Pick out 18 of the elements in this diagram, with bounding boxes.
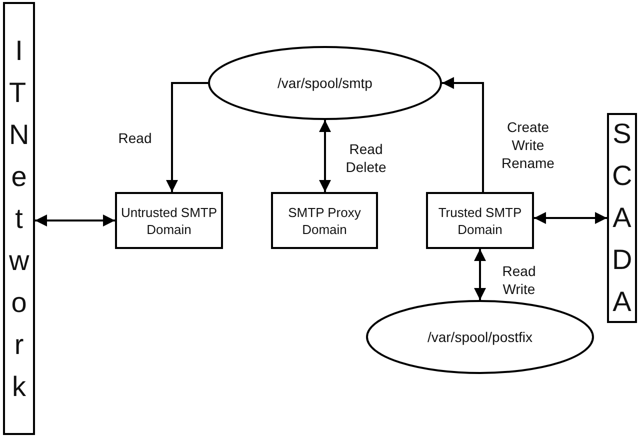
node-label: /var/spool/smtp <box>278 74 372 92</box>
process-box <box>271 192 378 249</box>
process-box <box>426 192 534 249</box>
arrow <box>166 82 208 192</box>
arrow <box>35 214 115 226</box>
node-label: Trusted SMTP Domain <box>437 204 523 238</box>
arrow <box>534 212 607 224</box>
vertical-label: SCADA <box>612 117 632 319</box>
arrow <box>442 77 484 192</box>
process-box <box>115 192 223 249</box>
network-bar <box>3 2 35 435</box>
arrow <box>319 120 331 192</box>
vertical-label: IT Network <box>9 34 29 404</box>
node-label: SMTP Proxy Domain <box>287 204 362 238</box>
network-bar <box>607 113 637 323</box>
arrow <box>474 249 486 300</box>
node-label: Untrusted SMTP Domain <box>120 204 218 238</box>
node-label: /var/spool/postfix <box>427 328 533 346</box>
